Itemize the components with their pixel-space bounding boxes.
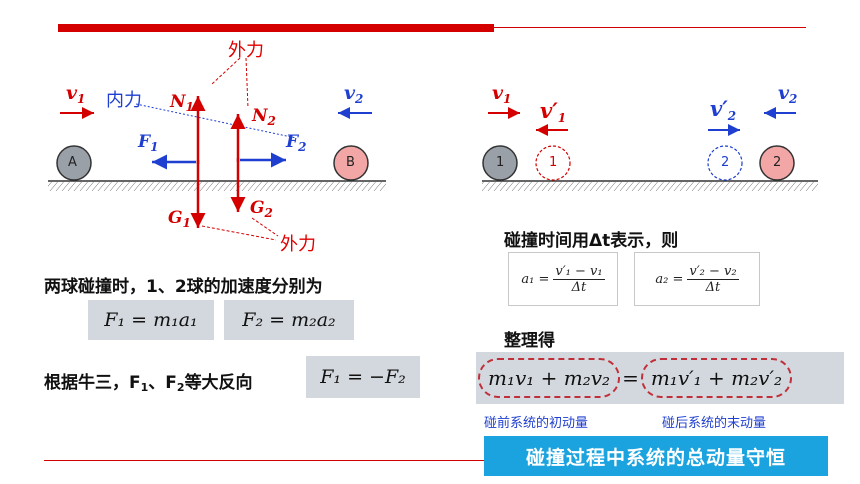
label-v1-right: v1 [492, 82, 512, 106]
label-f2: F2 [286, 132, 307, 154]
time-heading: 碰撞时间用Δt表示，则 [504, 231, 679, 251]
label-waili-top: 外力 [228, 40, 264, 61]
ball-b [333, 145, 369, 181]
ball-1-label: 1 [496, 155, 505, 170]
ground-hatch-left [48, 182, 386, 191]
label-f1: F1 [138, 132, 159, 154]
organize-heading: 整理得 [504, 331, 555, 351]
ball-2-ghost [707, 145, 743, 181]
ball-1 [482, 145, 518, 181]
label-g2: G2 [250, 198, 273, 220]
neili-leader [135, 103, 297, 139]
title-red-line [494, 27, 806, 28]
ball-b-label: B [346, 155, 355, 170]
ball-1-ghost [535, 145, 571, 181]
label-waili-bottom: 外力 [280, 234, 316, 255]
momentum-equals: = [622, 366, 639, 390]
label-g1: G1 [168, 208, 191, 230]
ball-2-label: 2 [773, 155, 782, 170]
ball-a [56, 145, 92, 181]
footer-red-line [44, 460, 484, 461]
caption-before: 碰前系统的初动量 [484, 416, 589, 431]
label-v2-right: v2 [778, 82, 798, 106]
title-red-bar [58, 24, 494, 32]
newton-heading: 根据牛三，F1、F2等大反向 [44, 373, 253, 394]
ground-hatch-right [482, 182, 818, 191]
equation-newton3: F₁ = −F₂ [306, 356, 420, 398]
waili-leader-1 [211, 57, 241, 85]
momentum-equation: m₁v₁ + m₂v₂ = m₁v′₁ + m₂v′₂ [476, 352, 844, 404]
label-n2: N2 [252, 106, 276, 128]
label-v2-prime: v′2 [710, 96, 737, 123]
ball-1-ghost-label: 1 [549, 155, 558, 170]
ball-2 [759, 145, 795, 181]
waili-leader-4 [251, 217, 279, 237]
accel-heading: 两球碰撞时，1、2球的加速度分别为 [44, 277, 323, 297]
momentum-after-highlight: m₁v′₁ + m₂v′₂ [640, 358, 792, 398]
label-v1-prime: v′1 [540, 98, 567, 125]
label-n1: N1 [170, 92, 194, 114]
ball-a-label: A [68, 155, 77, 170]
label-v1-left: v1 [66, 82, 86, 106]
momentum-before-highlight: m₁v₁ + m₂v₂ [478, 358, 621, 398]
caption-after: 碰后系统的末动量 [662, 416, 767, 431]
ball-2-ghost-label: 2 [721, 155, 730, 170]
equation-f2: F₂ = m₂a₂ [224, 300, 354, 340]
equation-f1: F₁ = m₁a₁ [88, 300, 214, 340]
conclusion-banner: 碰撞过程中系统的总动量守恒 [484, 436, 828, 476]
label-neili: 内力 [106, 90, 142, 111]
waili-leader-3 [201, 225, 277, 241]
waili-leader-2 [245, 57, 249, 109]
label-v2-left: v2 [344, 82, 364, 106]
